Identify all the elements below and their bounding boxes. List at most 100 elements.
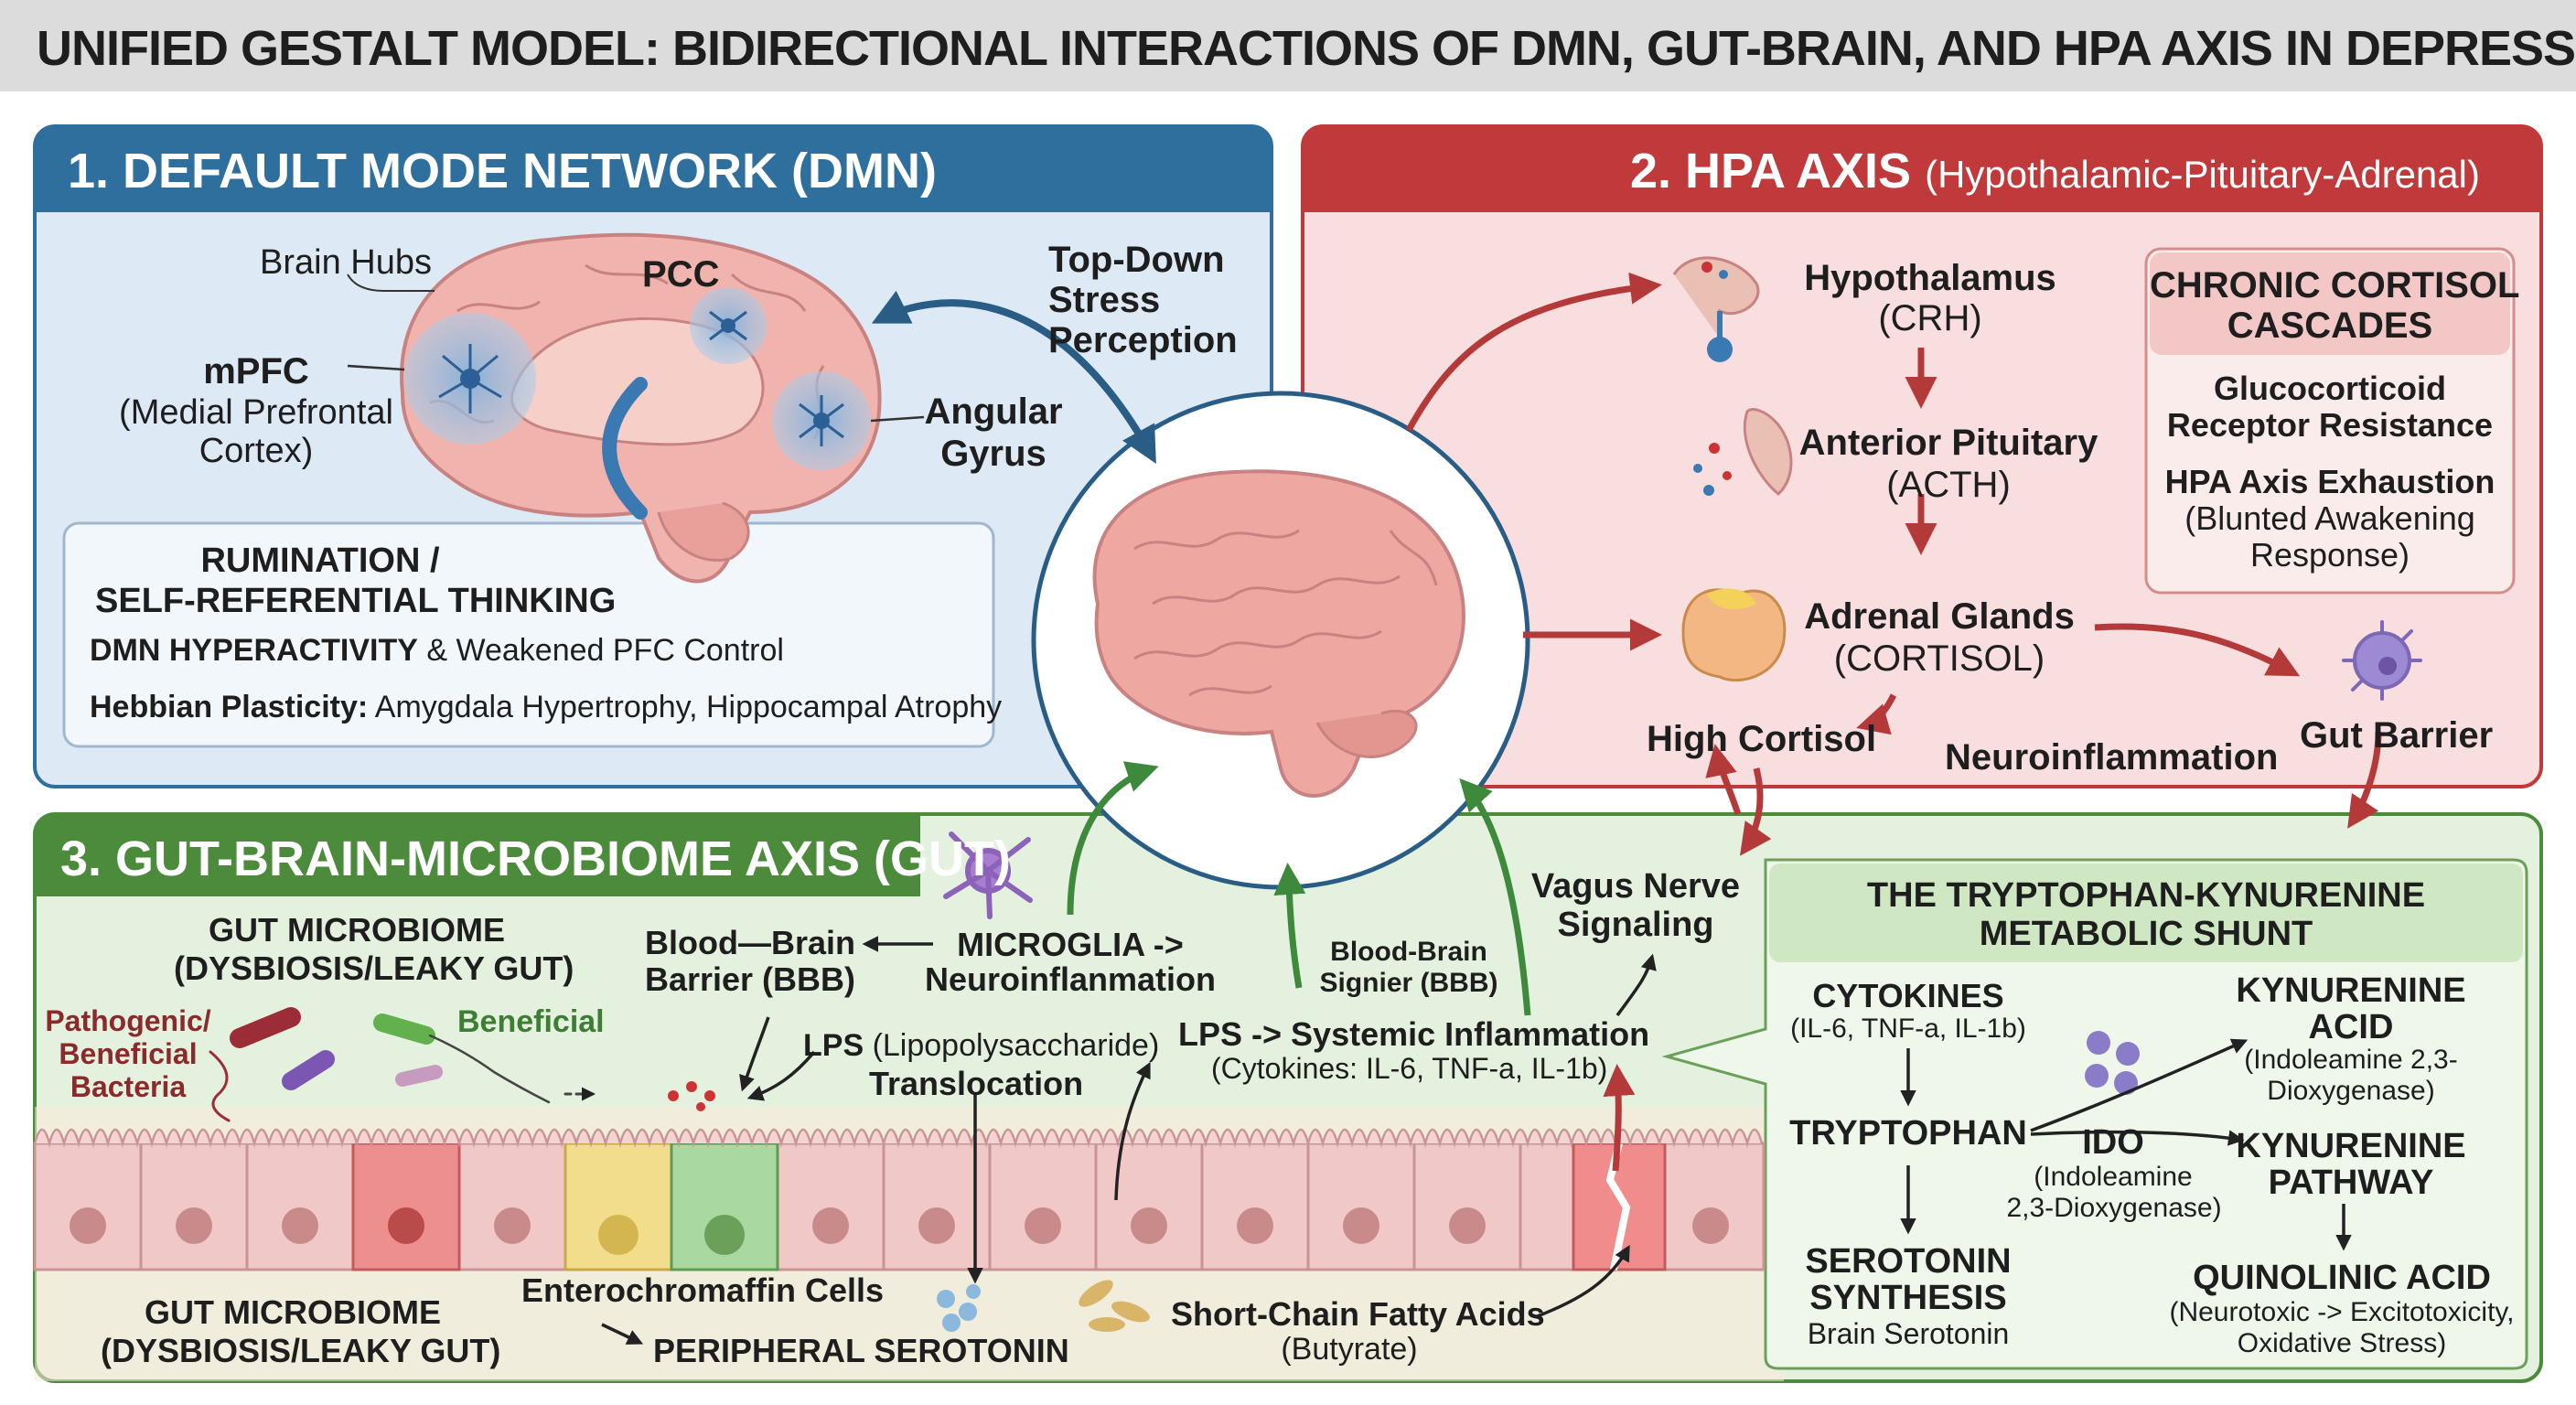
- kynurenine-acid-2: ACID: [2308, 1008, 2394, 1046]
- hebbian-bold: Hebbian Plasticity:: [90, 690, 369, 724]
- gut-to-brain-arrows: [1067, 761, 1531, 1016]
- serotonin-particles: [937, 1284, 981, 1332]
- dmn-brain-illustration: [347, 232, 925, 584]
- gut-microbiome-top-2: (DYSBIOSIS/LEAKY GUT): [174, 949, 574, 987]
- tryptophan-shunt-box: [1661, 858, 2528, 1370]
- ido-sub-2: 2,3-Dioxygenase): [2006, 1193, 2222, 1223]
- black-arrows: [601, 936, 2352, 1345]
- quinolinic-sub-1: (Neurotoxic -> Excitotoxicity,: [2169, 1297, 2515, 1327]
- crh-label: (CRH): [1878, 298, 1982, 338]
- kynurenine-acid-1: KYNURENINE: [2236, 971, 2466, 1010]
- blunted-response-2: Response): [2249, 536, 2410, 574]
- cortisol-label: (CORTISOL): [1833, 638, 2045, 679]
- microglia-label-2: Neuroinflanmation: [924, 960, 1216, 998]
- enterochromaffin-label: Enterochromaffin Cells: [521, 1271, 885, 1309]
- shunt-title-1: THE TRYPTOPHAN-KYNURENINE: [1866, 876, 2426, 915]
- gut-microbiome-bottom-1: GUT MICROBIOME: [145, 1293, 441, 1331]
- lps-rest: (Lipopolysaccharide): [864, 1028, 1160, 1063]
- hpa-glands: [1672, 256, 1793, 682]
- quinolinic-sub-2: Oxidative Stress): [2237, 1328, 2447, 1358]
- ido-sub-1: (Indoleamine: [2034, 1162, 2193, 1192]
- pathogenic-label-2: Beneficial: [59, 1037, 198, 1070]
- bacteria-cluster: [209, 1007, 715, 1122]
- central-brain-illustration: [1031, 391, 1530, 890]
- bbb-label-2: Barrier (BBB): [644, 960, 856, 998]
- dmn-hyperactivity-line: DMN HYPERACTIVITY & Weakened PFC Control: [90, 633, 784, 669]
- hpa-header: 2. HPA AXIS (Hypothalamic-Pituitary-Adre…: [1630, 143, 2480, 199]
- hpa-header-main: 2. HPA AXIS: [1630, 144, 1912, 198]
- mpfc-full-line2: Cortex): [199, 432, 314, 470]
- page-title: UNIFIED GESTALT MODEL: BIDIRECTIONAL INT…: [37, 21, 2576, 76]
- quinolinic-acid-label: QUINOLINIC ACID: [2193, 1259, 2491, 1297]
- pcc-label: PCC: [642, 254, 720, 295]
- blood-brain-signier-1: Blood-Brain: [1330, 937, 1487, 967]
- pathogenic-label-3: Bacteria: [70, 1070, 187, 1103]
- hypothalamus-label: Hypothalamus: [1804, 258, 2056, 298]
- gut-header: 3. GUT-BRAIN-MICROBIOME AXIS (GUT): [60, 831, 1011, 886]
- serotonin-synthesis-2: SYNTHESIS: [1809, 1279, 2007, 1317]
- kynurenine-acid-sub-2: Dioxygenase): [2267, 1076, 2435, 1106]
- cytokines-list-label: (Cytokines: IL-6, TNF-a, IL-1b): [1211, 1052, 1608, 1085]
- cytokines-label: CYTOKINES: [1812, 977, 2004, 1014]
- hpa-exhaustion-label: HPA Axis Exhaustion: [2164, 463, 2496, 500]
- hpa-arrows: [1405, 272, 2382, 1172]
- scfa-molecules: [1079, 1280, 1150, 1332]
- title-bar: [0, 0, 2576, 91]
- cascade-title-1: CHRONIC CORTISOL: [2150, 265, 2520, 306]
- angular-gyrus-label-2: Gyrus: [940, 434, 1046, 474]
- ido-label: IDO: [2082, 1123, 2144, 1162]
- gut-barrier-label: Gut Barrier: [2300, 715, 2494, 756]
- gr-resistance-2: Receptor Resistance: [2166, 406, 2494, 444]
- serotonin-synthesis-1: SEROTONIN: [1805, 1242, 2012, 1281]
- gut-barrier-cell: [2342, 620, 2422, 701]
- hebbian-line: Hebbian Plasticity: Amygdala Hypertrophy…: [90, 690, 1002, 725]
- gut-microbiome-bottom-2: (DYSBIOSIS/LEAKY GUT): [101, 1332, 501, 1369]
- vagus-label-1: Vagus Nerve: [1530, 867, 1741, 906]
- shunt-title-2: METABOLIC SHUNT: [1979, 915, 2313, 953]
- kynurenine-acid-sub-1: (Indoleamine 2,3-: [2244, 1045, 2458, 1075]
- gut-epithelium: [33, 1128, 1766, 1271]
- brain-hubs-label: Brain Hubs: [260, 243, 432, 282]
- top-down-label-1: Top-Down: [1048, 240, 1225, 280]
- mpfc-full-line1: (Medial Prefrontal: [119, 393, 393, 432]
- top-down-label-3: Perception: [1048, 320, 1238, 360]
- butyrate-label: (Butyrate): [1281, 1332, 1418, 1367]
- top-down-arrow: [871, 290, 1156, 465]
- beneficial-label: Beneficial: [457, 1004, 605, 1039]
- translocation-label: Translocation: [869, 1065, 1084, 1102]
- acth-label: (ACTH): [1886, 465, 2011, 505]
- hebbian-rest: Amygdala Hypertrophy, Hippocampal Atroph…: [368, 690, 1003, 724]
- adrenal-glands-label: Adrenal Glands: [1804, 596, 2075, 637]
- top-down-label-2: Stress: [1048, 280, 1161, 320]
- lps-label: LPS (Lipopolysaccharide): [803, 1028, 1159, 1064]
- brain-serotonin-label: Brain Serotonin: [1807, 1317, 2010, 1350]
- anterior-pituitary-label: Anterior Pituitary: [1798, 423, 2098, 463]
- dmn-hyperactivity-rest: & Weakened PFC Control: [417, 633, 784, 668]
- lps-systemic-label: LPS -> Systemic Inflammation: [1178, 1015, 1650, 1053]
- kynurenine-pathway-2: PATHWAY: [2268, 1164, 2434, 1202]
- cascade-title-2: CASCADES: [2227, 306, 2433, 346]
- gr-resistance-1: Glucocorticoid: [2213, 370, 2447, 407]
- blunted-response-1: (Blunted Awakening: [2184, 499, 2475, 537]
- hpa-header-sub: (Hypothalamic-Pituitary-Adrenal): [1925, 153, 2480, 196]
- rumination-title-1: RUMINATION /: [200, 542, 440, 580]
- pathogenic-label-1: Pathogenic/: [45, 1004, 211, 1037]
- high-cortisol-label: High Cortisol: [1647, 719, 1877, 759]
- dmn-hyperactivity-bold: DMN HYPERACTIVITY: [90, 633, 418, 668]
- kynurenine-pathway-1: KYNURENINE: [2236, 1127, 2466, 1165]
- lps-bold: LPS: [803, 1028, 864, 1063]
- peripheral-serotonin-label: PERIPHERAL SEROTONIN: [653, 1332, 1069, 1369]
- cytokines-sub-label: (IL-6, TNF-a, IL-1b): [1790, 1014, 2026, 1044]
- neuroinflammation-label: Neuroinflammation: [1945, 737, 2279, 778]
- rumination-box: [62, 521, 995, 748]
- microglia-cell: [943, 831, 1033, 919]
- tryptophan-label: TRYPTOPHAN: [1789, 1114, 2027, 1153]
- dmn-header: 1. DEFAULT MODE NETWORK (DMN): [68, 144, 937, 198]
- scfa-label: Short-Chain Fatty Acids: [1171, 1295, 1545, 1333]
- rumination-title-2: SELF-REFERENTIAL THINKING: [95, 582, 617, 620]
- gut-microbiome-top-1: GUT MICROBIOME: [209, 911, 505, 949]
- blood-brain-signier-2: Signier (BBB): [1319, 968, 1498, 998]
- bbb-label-1: Blood—Brain: [645, 924, 855, 961]
